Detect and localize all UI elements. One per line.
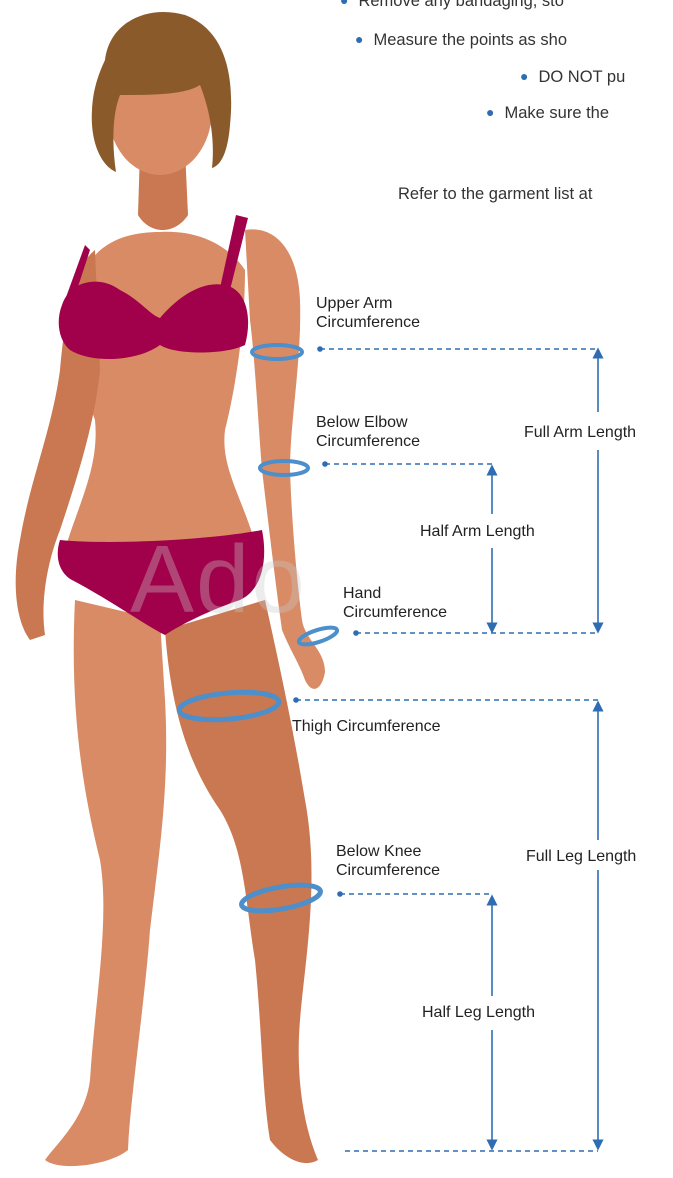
half-arm-length-label: Half Arm Length — [416, 520, 539, 543]
thigh-dot — [293, 697, 299, 703]
below-elbow-label: Below Elbow Circumference — [316, 413, 420, 451]
upper-arm-band — [252, 345, 302, 359]
below-knee-label: Below Knee Circumference — [336, 842, 440, 880]
thigh-band — [178, 689, 280, 724]
upper-arm-label: Upper Arm Circumference — [316, 294, 420, 332]
thigh-label: Thigh Circumference — [292, 717, 441, 736]
upper-arm-dot — [317, 346, 323, 352]
below-knee-dot — [337, 891, 343, 897]
below-elbow-band — [260, 461, 308, 475]
hand-band — [297, 624, 339, 648]
below-elbow-dot — [322, 461, 328, 467]
below-knee-band — [240, 880, 323, 916]
full-leg-length-label: Full Leg Length — [522, 845, 640, 868]
half-leg-length-label: Half Leg Length — [418, 1001, 539, 1024]
hand-label: Hand Circumference — [343, 584, 447, 622]
full-arm-length-label: Full Arm Length — [520, 421, 640, 444]
hand-dot — [353, 630, 359, 636]
